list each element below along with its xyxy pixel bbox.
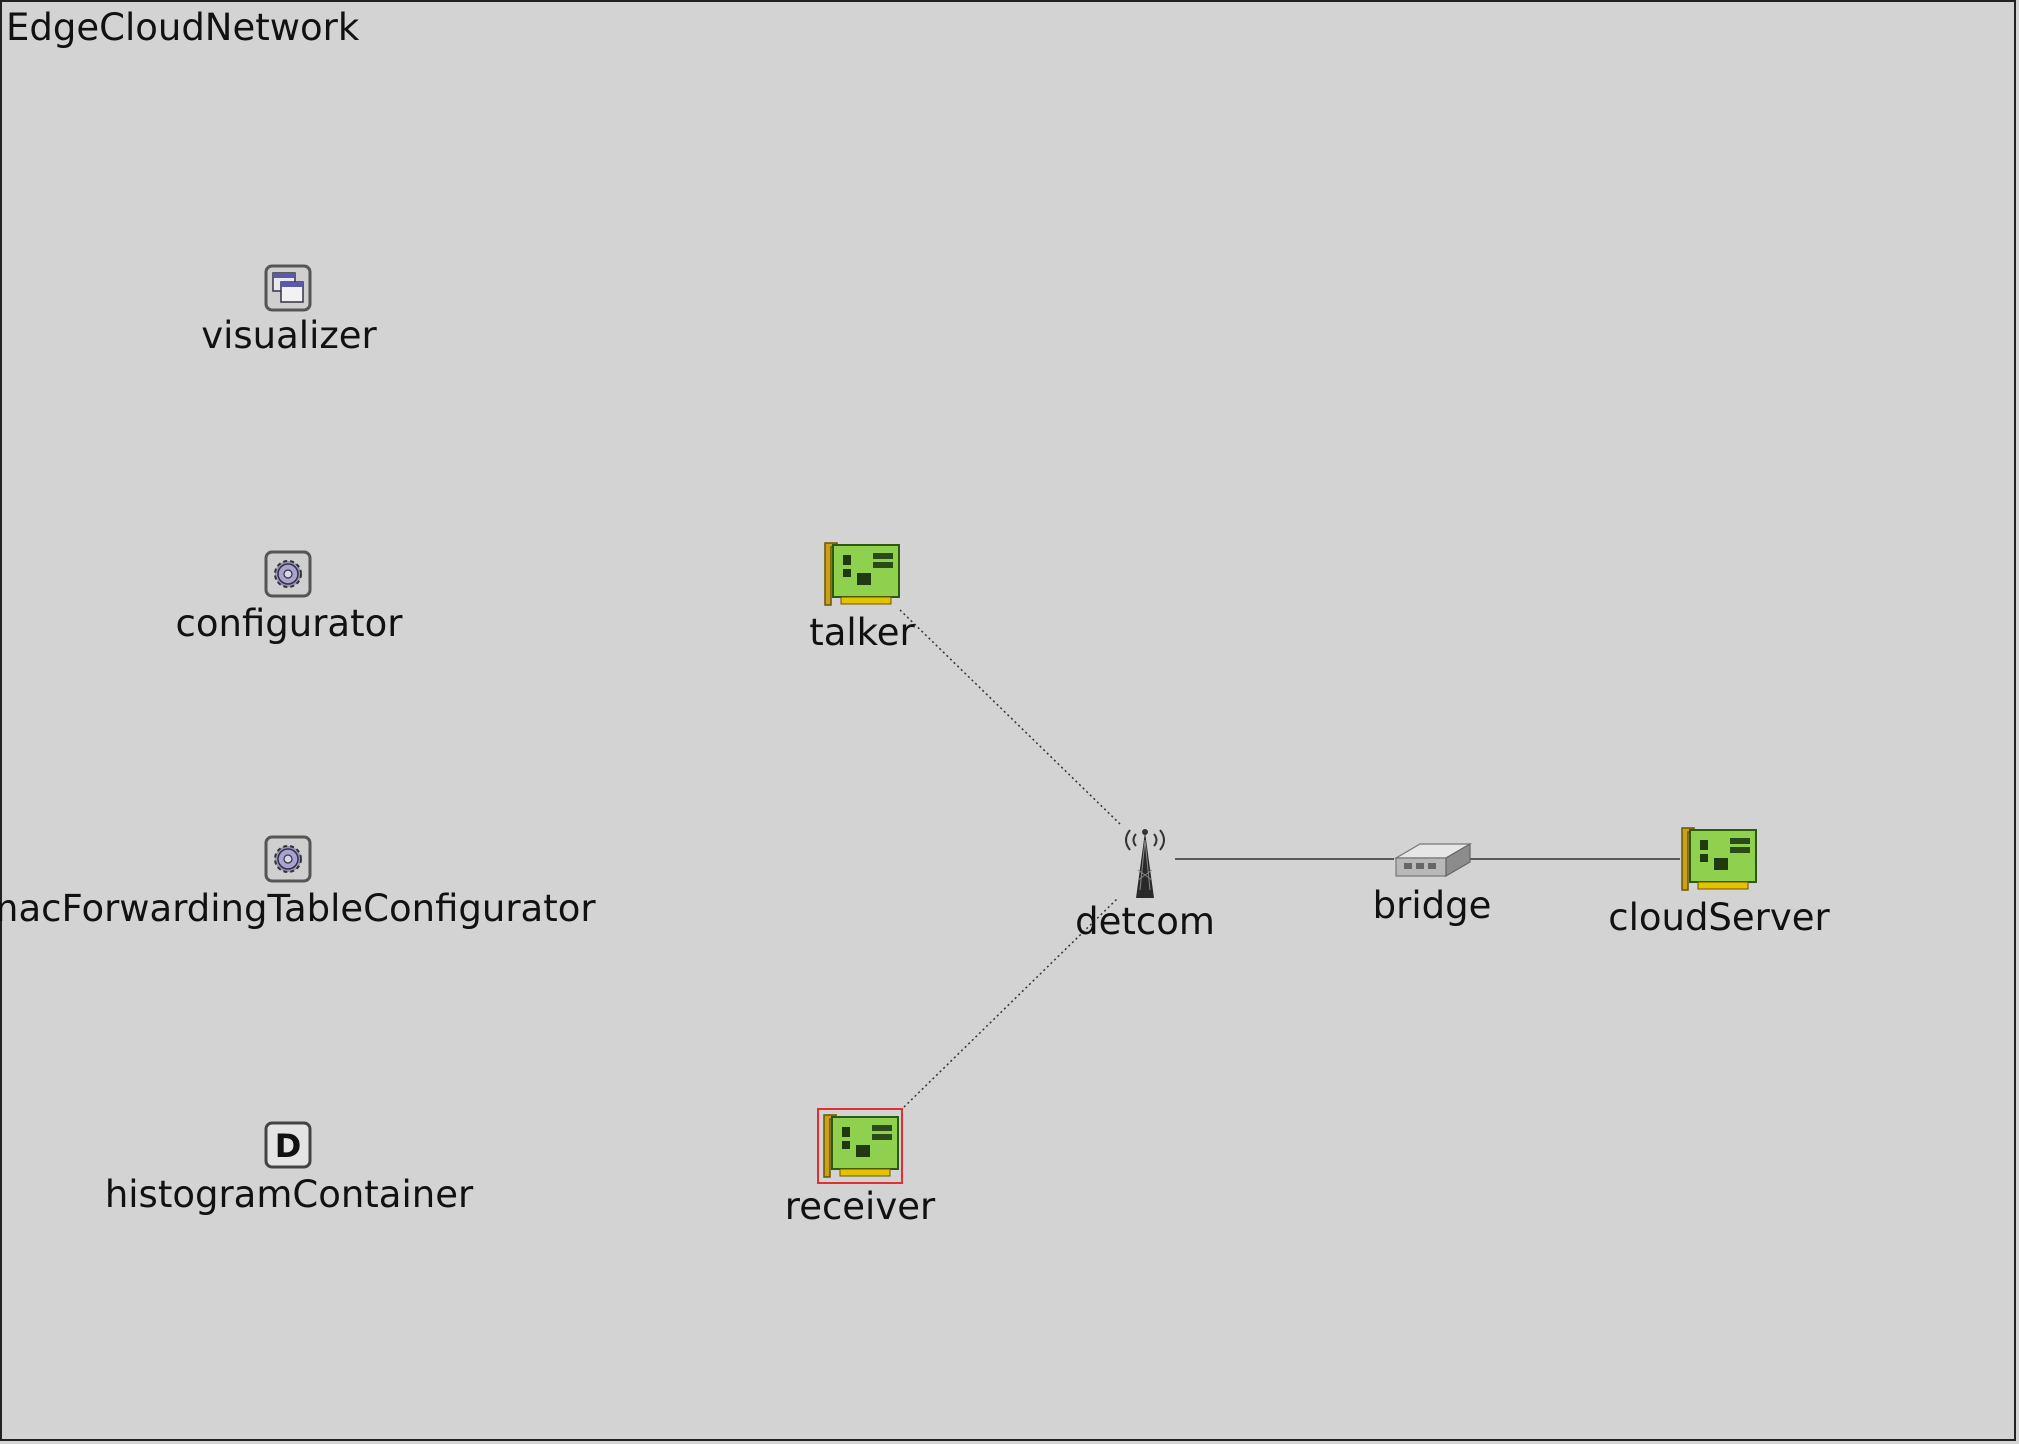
node-histogram-container[interactable]: D histogramContainer xyxy=(105,1121,473,1216)
switch-box-icon xyxy=(1393,842,1472,878)
node-talker[interactable]: talker xyxy=(809,539,915,654)
node-receiver[interactable]: receiver xyxy=(785,1108,935,1228)
network-card-icon xyxy=(824,542,900,606)
node-label: talker xyxy=(809,611,915,654)
node-label: configurator xyxy=(175,602,403,645)
selection-box xyxy=(817,1108,903,1184)
node-label: visualizer xyxy=(201,314,377,357)
network-title: EdgeCloudNetwork xyxy=(6,6,360,49)
d-letter-module-icon: D xyxy=(264,1121,312,1169)
node-label: cloudServer xyxy=(1608,896,1830,939)
node-cloud-server[interactable]: cloudServer xyxy=(1608,824,1830,939)
window-module-icon xyxy=(264,264,312,312)
svg-text:D: D xyxy=(275,1127,302,1165)
gear-module-icon xyxy=(264,835,312,883)
node-configurator[interactable]: configurator xyxy=(176,550,402,645)
node-label: bridge xyxy=(1372,884,1492,927)
node-label: detcom xyxy=(1075,900,1215,943)
node-visualizer[interactable]: visualizer xyxy=(201,264,377,357)
node-label: receiver xyxy=(784,1185,936,1228)
node-label: histogramContainer xyxy=(104,1173,474,1216)
node-bridge[interactable]: bridge xyxy=(1373,830,1491,927)
network-card-icon xyxy=(1681,827,1757,891)
network-card-icon xyxy=(823,1114,899,1178)
gear-module-icon xyxy=(264,550,312,598)
antenna-tower-icon xyxy=(1125,829,1165,898)
node-label: macForwardingTableConfigurator xyxy=(0,887,596,930)
node-mac-forwarding-table-configurator[interactable]: macForwardingTableConfigurator xyxy=(0,835,596,930)
node-detcom[interactable]: detcom xyxy=(1075,820,1215,943)
link-talker-detcom[interactable] xyxy=(899,609,1121,825)
